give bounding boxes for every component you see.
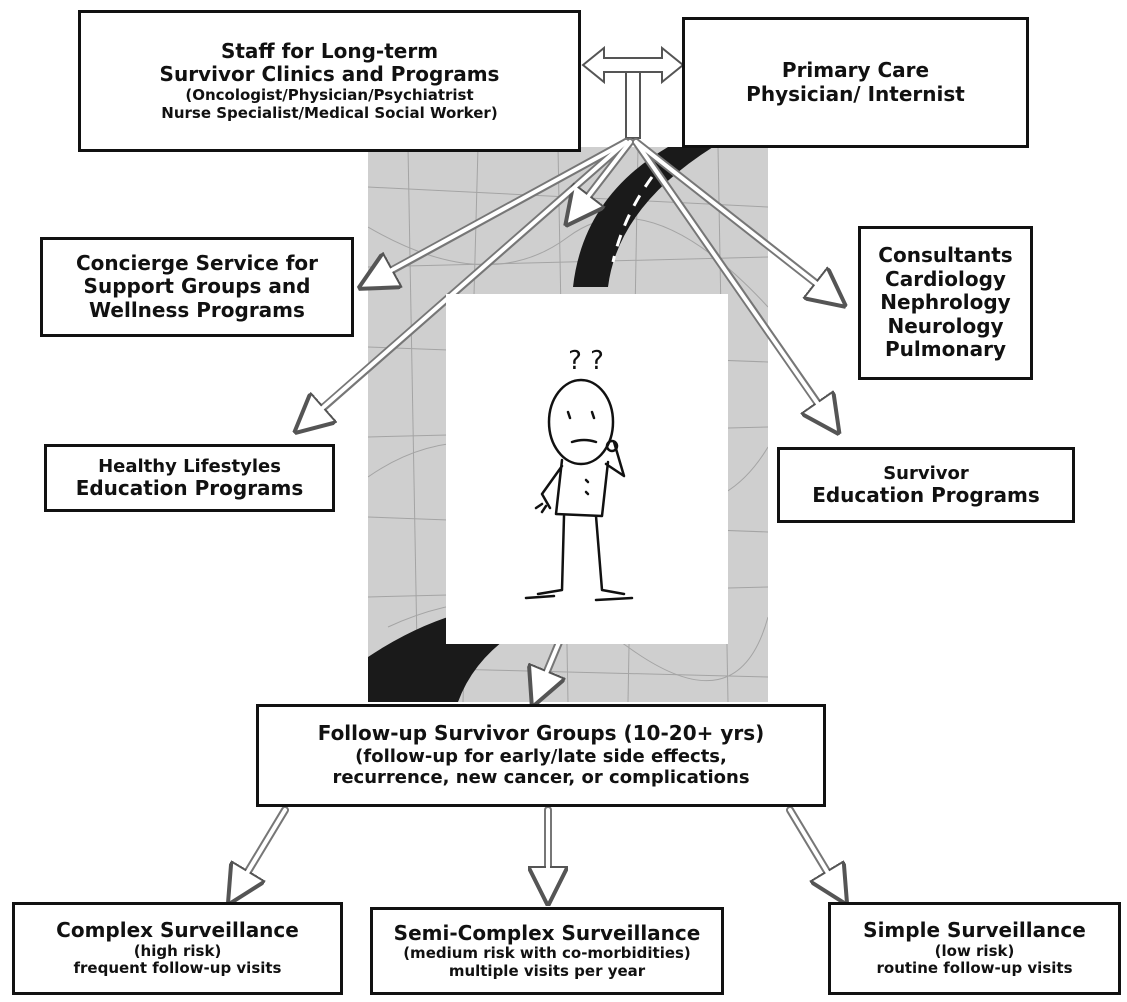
consultants-title: Consultants: [878, 243, 1013, 268]
complex-line-2: (high risk): [133, 941, 222, 960]
survivor-education-box: Survivor Education Programs: [777, 447, 1075, 523]
confused-person-icon: ? ?: [524, 346, 634, 602]
healthy-lifestyles-box: Healthy Lifestyles Education Programs: [44, 444, 335, 512]
staff-line-3: (Oncologist/Physician/Psychiatrist: [185, 85, 474, 104]
healthy-lifestyles-line-2: Education Programs: [75, 475, 304, 500]
primary-care-line-1: Primary Care: [781, 57, 930, 82]
survivor-education-line-1: Survivor: [883, 462, 969, 484]
staff-line-4: Nurse Specialist/Medical Social Worker): [161, 103, 498, 122]
primary-care-line-2: Physician/ Internist: [746, 81, 965, 106]
consultants-cardiology: Cardiology: [885, 266, 1006, 291]
simple-line-1: Simple Surveillance: [863, 918, 1086, 943]
confused-person-panel: ? ?: [446, 294, 728, 644]
follow-up-line-3: recurrence, new cancer, or complications: [332, 767, 750, 789]
concierge-line-2: Support Groups and: [83, 274, 311, 299]
primary-care-box: Primary Care Physician/ Internist: [682, 17, 1029, 148]
staff-box: Staff for Long-term Survivor Clinics and…: [78, 10, 581, 152]
concierge-line-3: Wellness Programs: [89, 297, 305, 322]
t-stem-arrow: [625, 71, 641, 139]
follow-up-line-1: Follow-up Survivor Groups (10-20+ yrs): [317, 721, 765, 746]
staff-line-1: Staff for Long-term: [220, 38, 439, 63]
consultants-neurology: Neurology: [887, 313, 1004, 338]
consultants-box: Consultants Cardiology Nephrology Neurol…: [858, 226, 1033, 380]
follow-up-box: Follow-up Survivor Groups (10-20+ yrs) (…: [256, 704, 826, 807]
staff-line-2: Survivor Clinics and Programs: [159, 62, 500, 87]
concierge-box: Concierge Service for Support Groups and…: [40, 237, 354, 337]
healthy-lifestyles-line-1: Healthy Lifestyles: [98, 455, 281, 477]
simple-line-3: routine follow-up visits: [876, 959, 1073, 978]
consultants-pulmonary: Pulmonary: [885, 337, 1006, 362]
consultants-nephrology: Nephrology: [880, 290, 1011, 315]
complex-line-1: Complex Surveillance: [56, 918, 299, 943]
complex-line-3: frequent follow-up visits: [73, 959, 282, 978]
survivor-education-line-2: Education Programs: [812, 482, 1040, 507]
simple-surveillance-box: Simple Surveillance (low risk) routine f…: [828, 902, 1121, 995]
semi-complex-line-3: multiple visits per year: [448, 961, 646, 980]
semi-complex-line-1: Semi-Complex Surveillance: [393, 920, 701, 945]
concierge-line-1: Concierge Service for: [75, 250, 319, 275]
semi-complex-line-2: (medium risk with co-morbidities): [403, 944, 691, 963]
complex-surveillance-box: Complex Surveillance (high risk) frequen…: [12, 902, 343, 995]
simple-line-2: (low risk): [934, 941, 1015, 960]
question-marks: ? ?: [568, 346, 604, 376]
semi-complex-surveillance-box: Semi-Complex Surveillance (medium risk w…: [370, 907, 724, 995]
follow-up-line-2: (follow-up for early/late side effects,: [355, 746, 727, 768]
